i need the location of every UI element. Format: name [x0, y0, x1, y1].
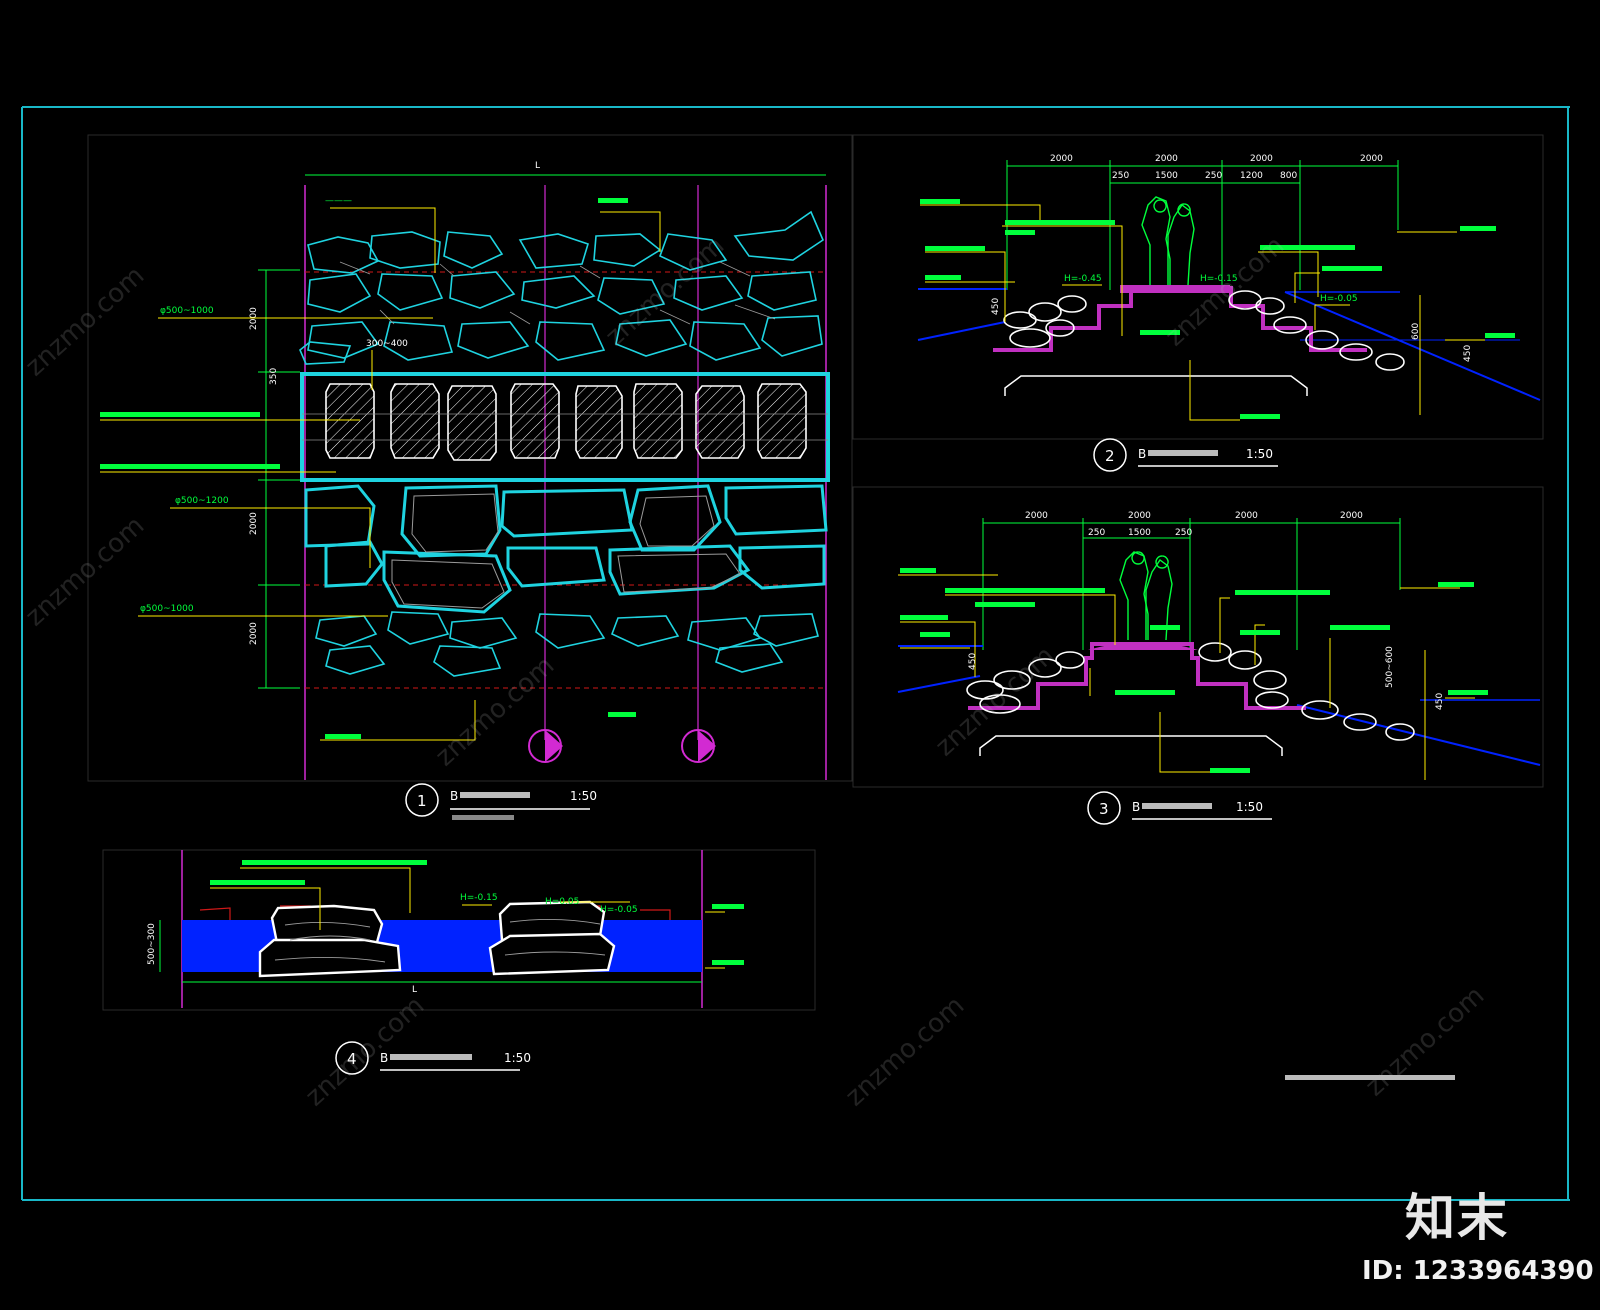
p1-inner-dim: 300~400: [366, 339, 408, 349]
p1-label-b: φ500~1200: [175, 496, 229, 506]
svg-text:H=-0.15: H=-0.15: [1200, 274, 1238, 284]
svg-text:450: 450: [1435, 693, 1445, 710]
rock-cluster-right: [1228, 290, 1405, 371]
large-stone-row: [304, 484, 828, 614]
image-id-label: ID: 1233964390: [1362, 1256, 1594, 1286]
large-stone-inner: [391, 493, 741, 609]
svg-text:———: ———: [325, 196, 352, 206]
svg-text:1:50: 1:50: [1246, 447, 1273, 461]
panel-2-section-view: 2000 2000 2000 2000 250 1500 250 1200 80…: [852, 134, 1544, 472]
rock-cluster-left: [966, 651, 1085, 714]
svg-text:2000: 2000: [1235, 511, 1258, 521]
svg-text:1500: 1500: [1155, 171, 1178, 181]
svg-text:2000: 2000: [249, 512, 259, 535]
p1-top-dim: L: [535, 161, 540, 171]
svg-text:B: B: [1132, 800, 1140, 814]
p1-label-a: φ500~1000: [160, 306, 214, 316]
section-marker-b: [681, 729, 716, 763]
svg-text:2000: 2000: [249, 622, 259, 645]
p3-title-block: 3 B 1:50: [1087, 791, 1272, 825]
svg-text:600: 600: [1411, 323, 1421, 340]
rock-cluster-right: [1198, 642, 1415, 741]
svg-text:500~600: 500~600: [1385, 646, 1395, 688]
svg-text:H=-0.15: H=-0.15: [460, 893, 498, 903]
svg-text:2000: 2000: [1050, 154, 1073, 164]
upper-stone-field: [299, 210, 824, 365]
svg-text:B: B: [1138, 447, 1146, 461]
svg-text:250: 250: [1088, 528, 1105, 538]
svg-text:1:50: 1:50: [1236, 800, 1263, 814]
panel-3-section-view: 2000 2000 2000 2000 250 1500 250: [852, 486, 1544, 825]
svg-text:1200: 1200: [1240, 171, 1263, 181]
svg-text:500~300: 500~300: [147, 923, 157, 965]
svg-text:2000: 2000: [1155, 154, 1178, 164]
p1-label-c: φ500~1000: [140, 604, 194, 614]
svg-text:H=-0.05: H=-0.05: [1320, 294, 1358, 304]
svg-text:2000: 2000: [1025, 511, 1048, 521]
svg-text:B: B: [450, 789, 458, 803]
svg-text:450: 450: [1463, 345, 1473, 362]
svg-text:250: 250: [1205, 171, 1222, 181]
upper-joint-lines: [339, 261, 776, 325]
svg-text:2000: 2000: [1250, 154, 1273, 164]
svg-text:1:50: 1:50: [570, 789, 597, 803]
svg-text:450: 450: [968, 653, 978, 670]
svg-text:H=-0.45: H=-0.45: [1064, 274, 1102, 284]
svg-text:2000: 2000: [1128, 511, 1151, 521]
panel-1-plan-view: L 2000 350 2000 2000: [87, 134, 853, 820]
svg-text:H=-0.05: H=-0.05: [600, 905, 638, 915]
svg-text:H=0.05: H=0.05: [545, 897, 579, 907]
p2-title-block: 2 B 1:50: [1093, 438, 1278, 472]
svg-text:250: 250: [1175, 528, 1192, 538]
svg-text:800: 800: [1280, 171, 1297, 181]
p1-title-block: 1 B 1:50: [405, 783, 597, 820]
panel-4-elevation-view: L 500~300 H=-0.15 H=0.05 H=-0.05 4 B 1:5…: [102, 849, 816, 1075]
boulder-right: [488, 900, 616, 976]
svg-text:250: 250: [1112, 171, 1129, 181]
svg-text:450: 450: [991, 298, 1001, 315]
svg-text:2000: 2000: [1360, 154, 1383, 164]
sculpture-figure-icon: [1119, 551, 1173, 641]
lower-stone-field: [315, 611, 819, 677]
svg-text:350: 350: [269, 368, 279, 385]
stepping-stone-band: [300, 372, 830, 482]
brand-logo: 知末: [1405, 1189, 1509, 1247]
sculpture-figure-icon: [1141, 196, 1195, 286]
svg-text:2000: 2000: [1340, 511, 1363, 521]
section-marker-a: [528, 729, 563, 763]
svg-text:4: 4: [347, 1050, 357, 1068]
svg-text:2: 2: [1105, 447, 1115, 465]
svg-text:1: 1: [417, 792, 427, 810]
svg-text:1:50: 1:50: [504, 1051, 531, 1065]
p4-title-block: 4 B 1:50: [335, 1041, 531, 1075]
rock-cluster-left: [1003, 295, 1087, 348]
svg-text:1500: 1500: [1128, 528, 1151, 538]
svg-text:3: 3: [1099, 800, 1109, 818]
p4-bottom-dim: L: [412, 985, 417, 995]
svg-text:B: B: [380, 1051, 388, 1065]
general-note: [1285, 1075, 1455, 1080]
drawing-frame: [21, 106, 1570, 1201]
